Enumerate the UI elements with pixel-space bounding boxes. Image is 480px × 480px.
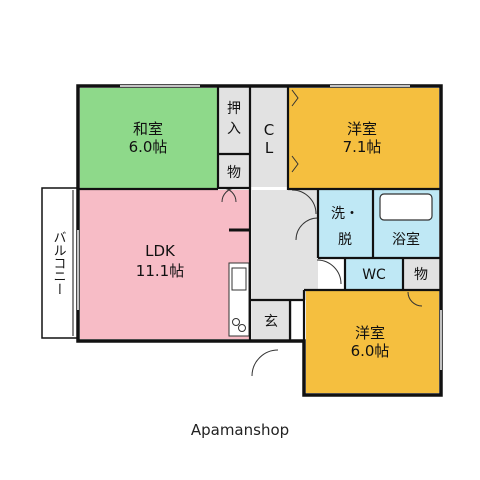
closet-door-marks	[291, 89, 299, 107]
credit-label: Apamanshop	[190, 421, 290, 439]
yoshitsu-bottom-room	[306, 291, 439, 393]
oshiire-label-2: 入	[227, 121, 241, 137]
hallway	[252, 190, 318, 300]
door-swing	[407, 291, 423, 307]
stove-burner	[238, 324, 246, 332]
wc-label: WC	[362, 267, 386, 283]
balcony-area	[41, 187, 79, 339]
yoshitsu-bottom-size: 6.0帖	[351, 342, 390, 360]
door-swing	[251, 349, 279, 377]
ldk-room	[80, 190, 250, 339]
senmen-room	[319, 190, 372, 258]
washitsu-room	[80, 88, 218, 188]
ldk-size: 11.1帖	[136, 262, 184, 280]
closet-label-2: L	[265, 139, 274, 157]
yoshitsu-top-name: 洋室	[347, 120, 377, 138]
door-swing	[295, 217, 319, 241]
yoshitsu-bottom-name: 洋室	[355, 324, 385, 342]
yoshitsu-top-room	[289, 88, 439, 188]
storage-top-room	[219, 154, 249, 187]
kitchen-sink	[231, 267, 247, 291]
senmen-label-1: 洗・	[331, 206, 359, 222]
washitsu-name: 和室	[133, 120, 163, 138]
closet-door-marks	[291, 155, 299, 173]
senmen-label-2: 脱	[338, 232, 352, 248]
storage-top-label: 物	[227, 165, 241, 181]
ldk-name: LDK	[145, 242, 176, 260]
bathtub	[379, 193, 433, 221]
closet-label-1: C	[264, 121, 274, 139]
oshiire-room	[219, 88, 249, 153]
genkan-room	[252, 300, 292, 339]
oshiire-label-1: 押	[227, 101, 241, 117]
door-swing	[291, 189, 317, 215]
wc-room	[346, 259, 402, 289]
yoshitsu-top-size: 7.1帖	[343, 138, 382, 156]
storage-bottom-room	[404, 259, 439, 289]
windows	[77, 85, 442, 370]
genkan-label: 玄	[264, 313, 278, 330]
stove-burner	[232, 318, 240, 326]
closet-room	[251, 88, 287, 187]
balcony-label: バルコニー	[51, 231, 67, 296]
storage-bottom-label: 物	[414, 267, 428, 283]
interior-walls	[78, 86, 441, 395]
door-swing	[316, 259, 342, 285]
bath-label: 浴室	[392, 231, 420, 248]
washitsu-size: 6.0帖	[129, 138, 168, 156]
